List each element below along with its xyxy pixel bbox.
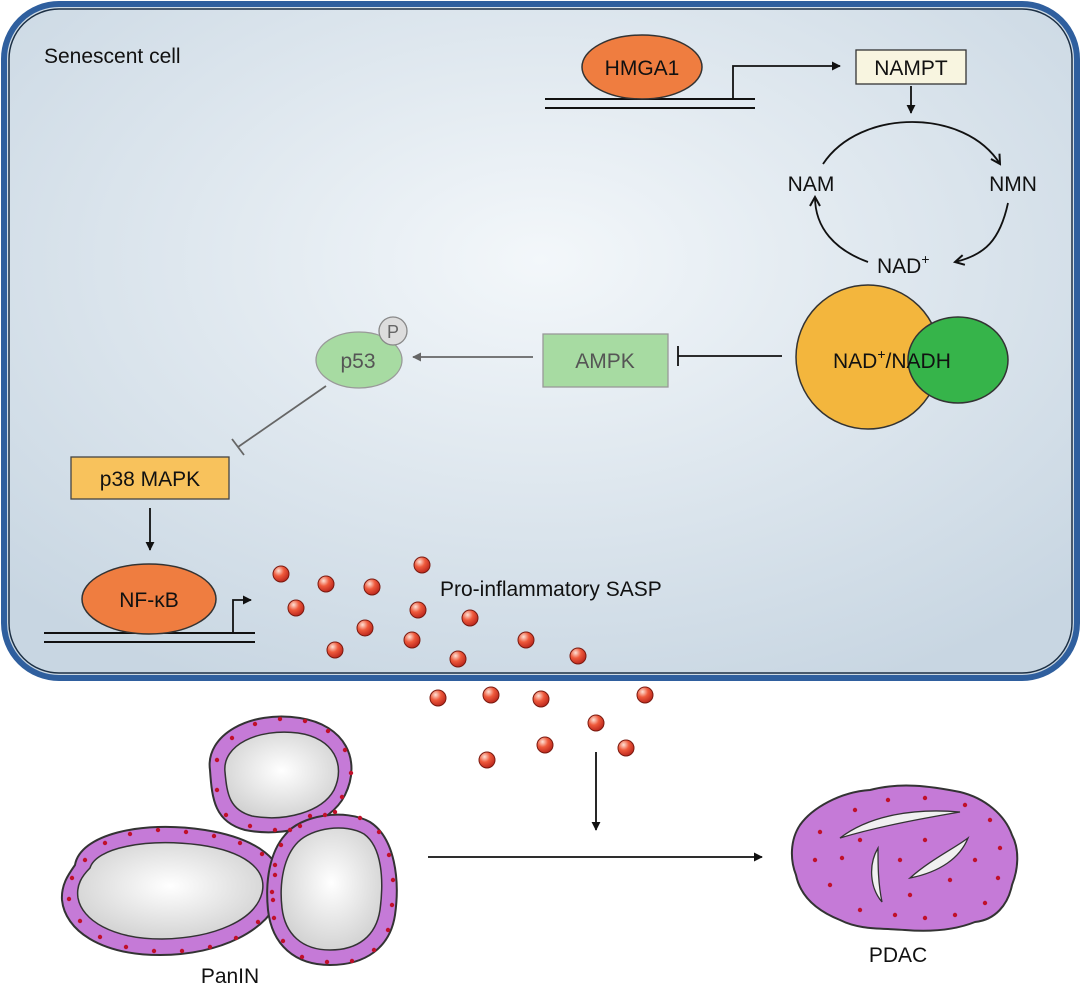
sasp-dot [478, 751, 496, 769]
nfkb-promoter-arrow [232, 595, 252, 633]
senescent-cell [1, 1, 1080, 681]
p38-label: p38 MAPK [100, 468, 200, 491]
nampt-label: NAMPT [874, 57, 948, 80]
sasp-dot [363, 578, 381, 596]
pdac-tumor [790, 784, 1019, 932]
sasp-dot [356, 619, 374, 637]
nfkb-node: NF-κB [81, 563, 217, 635]
nam-label: NAM [788, 173, 835, 196]
ampk-node: AMPK [542, 333, 669, 388]
nad-ratio-label: NAD+/NADH [833, 346, 951, 373]
panin-duct-left [60, 825, 283, 957]
p53-node: p53 P [315, 316, 408, 389]
sasp-label: Pro-inflammatory SASP [440, 578, 662, 601]
nad-inhibits-ampk [677, 346, 782, 366]
senescent-cell-inner-border [8, 8, 1073, 674]
hmga1-to-nampt-arrow [732, 61, 841, 99]
p38-mapk-node: p38 MAPK [70, 456, 230, 500]
pdac-nuclei [812, 795, 1003, 921]
cell-title: Senescent cell [44, 45, 181, 68]
cycle-arrow-nam-to-nmn [822, 121, 1000, 164]
panin-lesion [60, 715, 398, 967]
hmga1-node: HMGA1 [581, 34, 703, 100]
hmga1-label: HMGA1 [605, 57, 680, 80]
nad-ratio-text: NAD [833, 350, 877, 373]
sasp-dot [449, 650, 467, 668]
sasp-dot [317, 575, 335, 593]
nad-label: NAD+ [877, 251, 930, 278]
sasp-dot [517, 631, 535, 649]
sasp-dot [482, 686, 500, 704]
pdac-lumen-slit [839, 810, 961, 839]
sasp-dot [461, 609, 479, 627]
p53-label: p53 [340, 350, 375, 373]
sasp-dot [326, 641, 344, 659]
pdac-lumen-slit [907, 836, 970, 880]
sasp-dot [403, 631, 421, 649]
nmn-label: NMN [989, 173, 1037, 196]
panin-nuclei [66, 716, 396, 965]
sasp-dot [536, 736, 554, 754]
sasp-dot [587, 714, 605, 732]
ampk-label: AMPK [575, 350, 635, 373]
sasp-dot [617, 739, 635, 757]
phospho-marker [378, 316, 408, 346]
panin-duct-right [266, 813, 398, 967]
sasp-dot [636, 686, 654, 704]
panin-label: PanIN [201, 965, 259, 988]
sasp-dot [532, 690, 550, 708]
sasp-dot [413, 556, 431, 574]
nadh-text: /NADH [886, 350, 951, 373]
cycle-arrow-nad-to-nam [815, 197, 869, 263]
p53-inhibits-p38 [231, 385, 327, 456]
nfkb-label: NF-κB [119, 589, 179, 612]
sasp-dot [287, 599, 305, 617]
nad-text: NAD [877, 255, 921, 278]
pdac-label: PDAC [869, 944, 927, 967]
nad-superscript: + [921, 251, 929, 267]
sasp-dot [429, 689, 447, 707]
nad-nadh-node: NAD+/NADH [795, 284, 1009, 430]
pdac-lumen-slit [871, 845, 883, 903]
sasp-dot [569, 647, 587, 665]
panin-duct-top [208, 715, 353, 834]
cycle-arrow-nmn-to-nad [955, 202, 1009, 262]
phospho-label: P [387, 322, 399, 342]
nad-ratio-superscript: + [877, 346, 885, 362]
sasp-dot [272, 565, 290, 583]
nampt-node: NAMPT [855, 49, 967, 85]
sasp-factors [272, 556, 654, 769]
sasp-dot [409, 601, 427, 619]
